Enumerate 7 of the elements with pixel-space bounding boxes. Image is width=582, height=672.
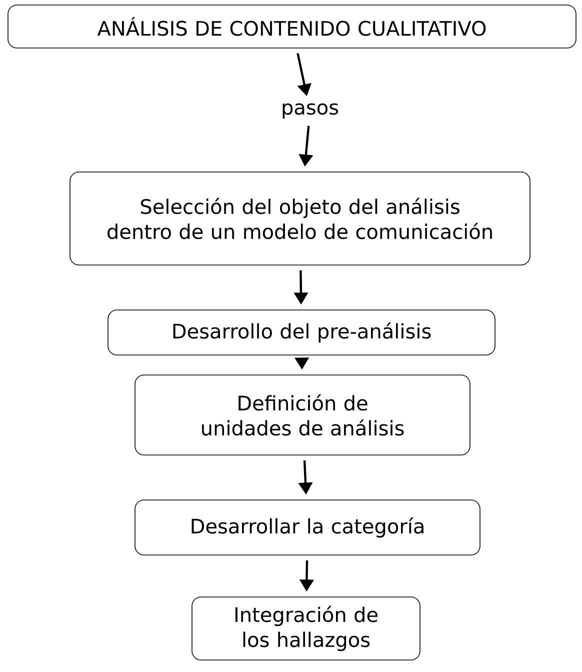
process-box: Selección del objeto del análisis dentro de un modelo de comunicación [70,172,530,266]
process-box: Definición de unidades de análisis [134,374,470,456]
step-label: pasos [282,103,338,119]
process-box: Desarrollar la categoría [134,500,480,556]
process-box: Integración de los hallazgos [192,596,420,660]
process-box: Desarrollo del pre-análisis [108,310,496,356]
process-box: ANÁLISIS DE CONTENIDO CUALITATIVO [8,4,576,48]
